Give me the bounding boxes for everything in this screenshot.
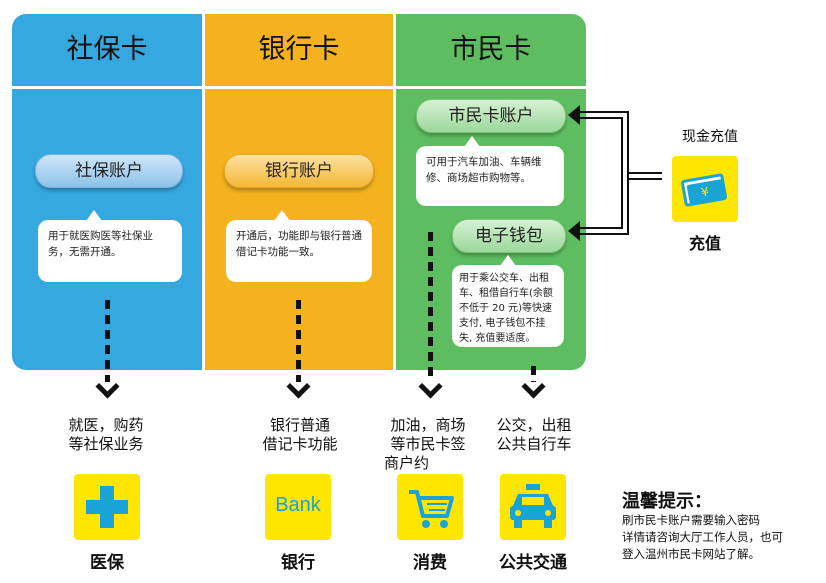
shimin-flow-line	[428, 232, 433, 382]
shebao-account-pill: 社保账户	[35, 154, 183, 188]
tip-body: 刷市民卡账户需要输入密码 详情请咨询大厅工作人员，也可 登入温州市民卡网站了解。	[622, 512, 822, 563]
usage-shopping: 加油，商场 等市民卡签 商户约	[380, 416, 476, 473]
usage-line: 加油，商场	[390, 416, 466, 434]
wallet-note: 用于乘公交车、出租车、租借自行车(余额不低于 20 元)等快速支付, 电子钱包不…	[452, 255, 564, 347]
bank-arrow-icon	[286, 374, 311, 399]
shimin-title: 市民卡	[450, 34, 532, 65]
recharge-arrows-icon	[568, 105, 662, 241]
wallet-arrow-icon	[521, 374, 546, 399]
shimin-account-note: 可用于汽车加油、车辆维修、商场超市购物等。	[416, 136, 564, 206]
tip-line-2: 详情请咨询大厅工作人员，也可	[622, 530, 783, 544]
shebao-note: 用于就医购医等社保业务，无需开通。	[38, 210, 182, 282]
usage-line: 就医，购药	[68, 416, 144, 434]
wallet-flow-line	[531, 366, 536, 382]
usage-line: 商户约	[384, 454, 430, 472]
shopping-cart-icon	[397, 474, 463, 540]
tip-line-3: 登入温州市民卡网站了解。	[622, 547, 760, 561]
bank-title: 银行卡	[258, 34, 340, 65]
tile-label-medical: 医保	[90, 553, 124, 573]
usage-transport: 公交，出租 公共自行车	[484, 416, 584, 454]
taxi-icon	[500, 474, 566, 540]
bank-note: 开通后，功能即与银行普通借记卡功能一致。	[226, 210, 372, 282]
bank-account-pill: 银行账户	[224, 154, 374, 188]
usage-medical: 就医，购药 等社保业务	[56, 416, 156, 454]
usage-line: 等市民卡签	[390, 435, 466, 453]
tip-line-1: 刷市民卡账户需要输入密码	[622, 513, 760, 527]
usage-line: 公共自行车	[496, 435, 572, 453]
usage-bank: 银行普通 借记卡功能	[250, 416, 350, 454]
cash-icon: ¥	[672, 156, 738, 222]
wallet-pill: 电子钱包	[452, 219, 566, 253]
usage-line: 等社保业务	[68, 435, 144, 453]
shebao-flow-line	[105, 300, 110, 382]
header-divider	[12, 86, 586, 89]
tip-title: 温馨提示：	[622, 491, 712, 512]
shebao-arrow-icon	[95, 374, 120, 399]
usage-line: 借记卡功能	[262, 435, 338, 453]
bank-icon: Bank	[265, 474, 331, 540]
recharge-label: 充值	[688, 234, 721, 253]
medical-cross-icon	[74, 474, 140, 540]
tile-label-shopping: 消费	[413, 553, 447, 573]
shebao-title: 社保卡	[66, 34, 148, 65]
cash-currency-glyph: ¥	[700, 184, 710, 199]
usage-line: 公交，出租	[496, 416, 572, 434]
shimin-arrow-icon	[418, 374, 443, 399]
bank-flow-line	[296, 300, 301, 382]
tile-label-transport: 公共交通	[499, 553, 567, 573]
shimin-account-pill: 市民卡账户	[416, 99, 566, 133]
tile-label-bank: 银行	[281, 553, 315, 573]
bank-icon-text: Bank	[275, 494, 321, 516]
usage-line: 银行普通	[269, 416, 330, 434]
cash-recharge-label: 现金充值	[682, 129, 738, 145]
